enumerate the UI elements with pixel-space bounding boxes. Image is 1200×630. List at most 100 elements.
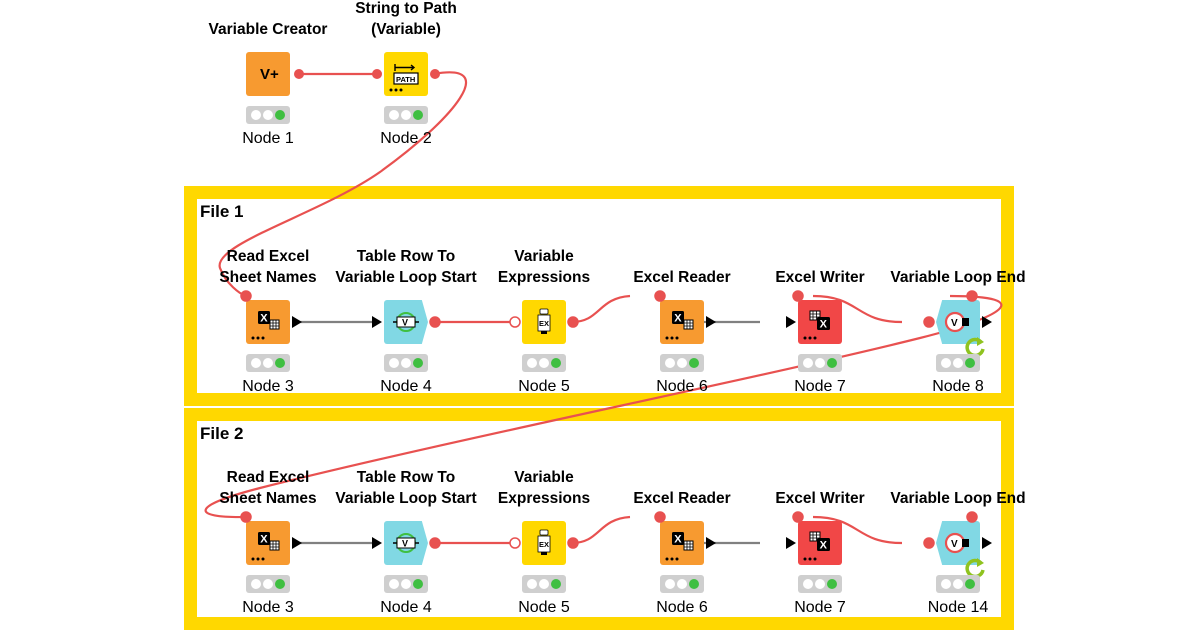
flow-variable-out-port[interactable] xyxy=(792,511,804,523)
node-label[interactable]: Node 3 xyxy=(242,378,294,395)
node-excel-writer[interactable]: Excel Writer X Node 7 xyxy=(740,256,900,406)
flow-variable-connection[interactable] xyxy=(812,294,903,324)
node-variable-creator[interactable]: Variable Creator V+ Node 1 xyxy=(188,8,348,158)
node-excel-writer[interactable]: Excel Writer X Node 7 xyxy=(740,477,900,627)
node-label[interactable]: Node 8 xyxy=(932,378,984,395)
data-in-port[interactable] xyxy=(785,315,797,329)
svg-text:V: V xyxy=(951,539,958,550)
node-title: Read Excel Sheet Names xyxy=(219,469,317,507)
flow-variable-out-port[interactable] xyxy=(429,68,441,80)
node-variable-loop-end[interactable]: Variable Loop End V Node 8 xyxy=(878,256,1038,406)
node-label[interactable]: Node 6 xyxy=(656,599,708,616)
node-excel-reader[interactable]: Excel Reader X Node 6 xyxy=(602,256,762,406)
data-out-port[interactable] xyxy=(291,536,303,550)
data-out-port[interactable] xyxy=(291,315,303,329)
node-label[interactable]: Node 14 xyxy=(927,599,989,616)
node-label[interactable]: Node 7 xyxy=(794,599,846,616)
flow-variable-out-port[interactable] xyxy=(567,537,579,549)
flow-variable-in-port[interactable] xyxy=(509,537,521,549)
flow-variable-in-port[interactable] xyxy=(240,290,252,302)
node-table-row-to-variable-loop-start[interactable]: Table Row To Variable Loop Start V Node … xyxy=(326,469,486,627)
flow-variable-connection[interactable] xyxy=(204,294,1003,519)
data-in-port[interactable] xyxy=(785,536,797,550)
excel-icon: X xyxy=(665,311,694,340)
node-body[interactable]: X xyxy=(246,300,290,344)
status-traffic-light xyxy=(522,575,566,593)
flow-variable-connection[interactable] xyxy=(571,294,631,324)
node-variable-expressions[interactable]: Variable Expressions EX Node 5 xyxy=(464,469,624,627)
status-light xyxy=(953,358,963,368)
status-light xyxy=(401,358,411,368)
node-body[interactable]: V xyxy=(384,521,428,565)
data-out-port[interactable] xyxy=(705,315,717,329)
node-excel-reader[interactable]: Excel Reader X Node 6 xyxy=(602,477,762,627)
flow-variable-in-port[interactable] xyxy=(240,511,252,523)
node-table-row-to-variable-loop-start[interactable]: Table Row To Variable Loop Start V Node … xyxy=(326,248,486,406)
expression-icon: EX xyxy=(537,529,551,555)
node-body[interactable]: EX xyxy=(522,300,566,344)
node-label[interactable]: Node 4 xyxy=(380,599,432,616)
node-label[interactable]: Node 7 xyxy=(794,378,846,395)
node-body[interactable]: X xyxy=(798,300,842,344)
flow-variable-in-port[interactable] xyxy=(371,68,383,80)
excel-icon: X xyxy=(251,311,280,340)
node-string-to-path[interactable]: String to Path (Variable) PATH Node 2 xyxy=(326,0,486,158)
node-body[interactable]: X xyxy=(660,521,704,565)
variable-creator-icon: V+ xyxy=(260,66,279,83)
node-variable-loop-end[interactable]: Variable Loop End V Node 14 xyxy=(878,477,1038,627)
node-variable-expressions[interactable]: Variable Expressions EX Node 5 xyxy=(464,248,624,406)
flow-variable-out-port[interactable] xyxy=(567,316,579,328)
status-traffic-light xyxy=(660,575,704,593)
node-label[interactable]: Node 4 xyxy=(380,378,432,395)
flow-variable-in-port[interactable] xyxy=(654,290,666,302)
node-label[interactable]: Node 2 xyxy=(380,130,432,147)
data-out-port[interactable] xyxy=(705,536,717,550)
status-light-green xyxy=(275,579,285,589)
node-body[interactable]: EX xyxy=(522,521,566,565)
node-read-excel-sheet-names[interactable]: Read Excel Sheet Names X Node 3 xyxy=(188,248,348,406)
node-body[interactable]: V+ xyxy=(246,52,290,96)
node-body[interactable]: V xyxy=(936,300,980,344)
annotation-file-2[interactable]: File 2 xyxy=(184,408,1014,630)
node-label[interactable]: Node 5 xyxy=(518,599,570,616)
node-body[interactable]: V xyxy=(384,300,428,344)
data-in-port[interactable] xyxy=(371,315,383,329)
flow-variable-in-port[interactable] xyxy=(509,316,521,328)
status-light-green xyxy=(689,358,699,368)
status-light-green xyxy=(551,579,561,589)
node-label[interactable]: Node 6 xyxy=(656,378,708,395)
flow-variable-in-port[interactable] xyxy=(923,537,935,549)
node-label[interactable]: Node 3 xyxy=(242,599,294,616)
annotation-file-1[interactable]: File 1 xyxy=(184,186,1014,406)
flow-variable-out-port[interactable] xyxy=(429,316,441,328)
svg-text:X: X xyxy=(820,319,828,331)
data-in-port[interactable] xyxy=(371,536,383,550)
node-body[interactable]: V xyxy=(936,521,980,565)
node-body[interactable]: X xyxy=(246,521,290,565)
flow-variable-out-port[interactable] xyxy=(792,290,804,302)
status-light xyxy=(527,358,537,368)
status-light xyxy=(953,579,963,589)
flow-variable-in-port[interactable] xyxy=(923,316,935,328)
data-out-port[interactable] xyxy=(981,536,993,550)
status-light xyxy=(665,358,675,368)
node-body[interactable]: X xyxy=(660,300,704,344)
status-light xyxy=(263,110,273,120)
node-label[interactable]: Node 1 xyxy=(242,130,294,147)
flow-variable-connection[interactable] xyxy=(571,515,631,545)
node-body[interactable]: X xyxy=(798,521,842,565)
node-label[interactable]: Node 5 xyxy=(518,378,570,395)
flow-variable-out-port[interactable] xyxy=(966,511,978,523)
status-light xyxy=(677,579,687,589)
flow-variable-out-port[interactable] xyxy=(966,290,978,302)
node-read-excel-sheet-names[interactable]: Read Excel Sheet Names X Node 3 xyxy=(188,469,348,627)
status-light xyxy=(539,358,549,368)
node-title: Table Row To Variable Loop Start xyxy=(335,248,477,286)
flow-variable-in-port[interactable] xyxy=(654,511,666,523)
flow-variable-out-port[interactable] xyxy=(429,537,441,549)
flow-variable-connection[interactable] xyxy=(218,71,467,298)
node-body[interactable]: PATH xyxy=(384,52,428,96)
flow-variable-connection[interactable] xyxy=(812,515,903,545)
data-out-port[interactable] xyxy=(981,315,993,329)
flow-variable-out-port[interactable] xyxy=(293,68,305,80)
